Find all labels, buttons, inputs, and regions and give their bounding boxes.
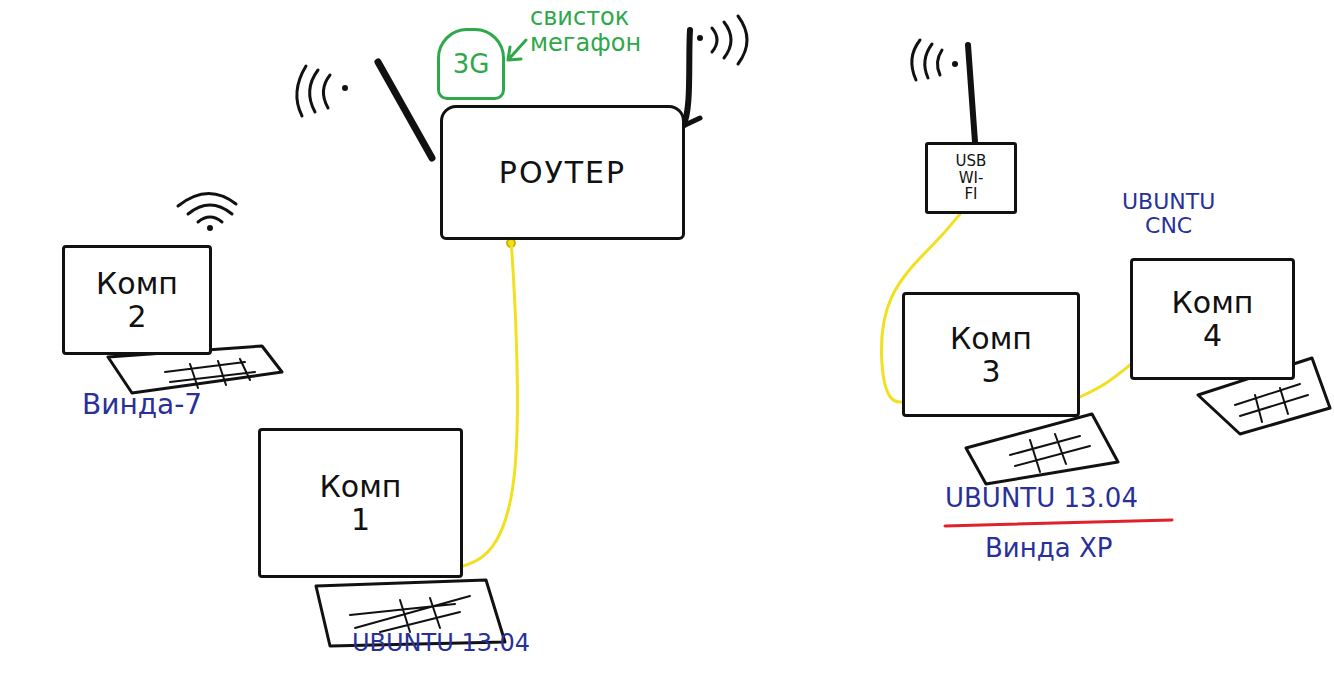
computer-screen: Комп 2 bbox=[62, 245, 212, 355]
signal-arc bbox=[912, 40, 920, 80]
signal-dot bbox=[342, 85, 348, 91]
os-label: UBUNTU 13.04 bbox=[352, 630, 530, 656]
os-label: UBUNTU 13.04 bbox=[945, 484, 1138, 513]
computer-screen: Комп 4 bbox=[1130, 258, 1295, 380]
key-scribbles bbox=[165, 359, 1308, 632]
key-scribble bbox=[1010, 434, 1090, 472]
signal-arc bbox=[925, 44, 932, 78]
router-antenna bbox=[378, 62, 432, 158]
os-label: Винда XP bbox=[985, 534, 1112, 563]
separator-line bbox=[945, 520, 1172, 526]
leader-arrow bbox=[508, 40, 526, 60]
computer-screen: Комп 1 bbox=[258, 428, 463, 578]
signal-arc bbox=[310, 70, 318, 112]
laptop-keyboard bbox=[966, 414, 1118, 484]
node-text: Комп 3 bbox=[950, 322, 1032, 388]
node-text: Комп 2 bbox=[96, 267, 178, 333]
signal-arc bbox=[198, 217, 222, 222]
signal-dot bbox=[207, 225, 213, 231]
signal-dot bbox=[952, 61, 958, 67]
signal-arc bbox=[178, 193, 236, 206]
signal-arc bbox=[712, 28, 717, 52]
signal-arc bbox=[937, 50, 942, 75]
signal-arc bbox=[738, 16, 747, 64]
node-text: РОУТЕР bbox=[499, 156, 626, 189]
signal-arc bbox=[188, 205, 232, 214]
key-scribble bbox=[1235, 384, 1308, 422]
node-text: 3G bbox=[453, 50, 490, 79]
router-antenna bbox=[683, 30, 690, 126]
node-text: Комп 1 bbox=[320, 470, 402, 536]
router-box: РОУТЕР bbox=[440, 105, 685, 240]
node-text: USB WI-FI bbox=[956, 153, 987, 203]
usb-antenna bbox=[968, 45, 975, 142]
callout-note: свисток мегафон bbox=[530, 4, 641, 57]
os-label: UBUNTU CNC bbox=[1122, 190, 1215, 238]
node-text: Комп 4 bbox=[1172, 286, 1254, 352]
usb-adapter: USB WI-FI bbox=[925, 142, 1017, 214]
signal-dot bbox=[697, 35, 703, 41]
key-scribble bbox=[165, 359, 255, 388]
os-label: Винда-7 bbox=[82, 390, 202, 421]
signal-arc bbox=[297, 66, 306, 116]
network-cable bbox=[463, 240, 517, 566]
network-cable bbox=[1080, 365, 1130, 397]
modem-dongle: 3G bbox=[437, 28, 505, 100]
key-scribble bbox=[350, 596, 470, 632]
signal-arc bbox=[724, 22, 731, 58]
keyboards bbox=[108, 346, 1330, 646]
signal-arc bbox=[323, 75, 330, 108]
router-antenna bbox=[683, 118, 700, 126]
computer-screen: Комп 3 bbox=[902, 292, 1080, 417]
